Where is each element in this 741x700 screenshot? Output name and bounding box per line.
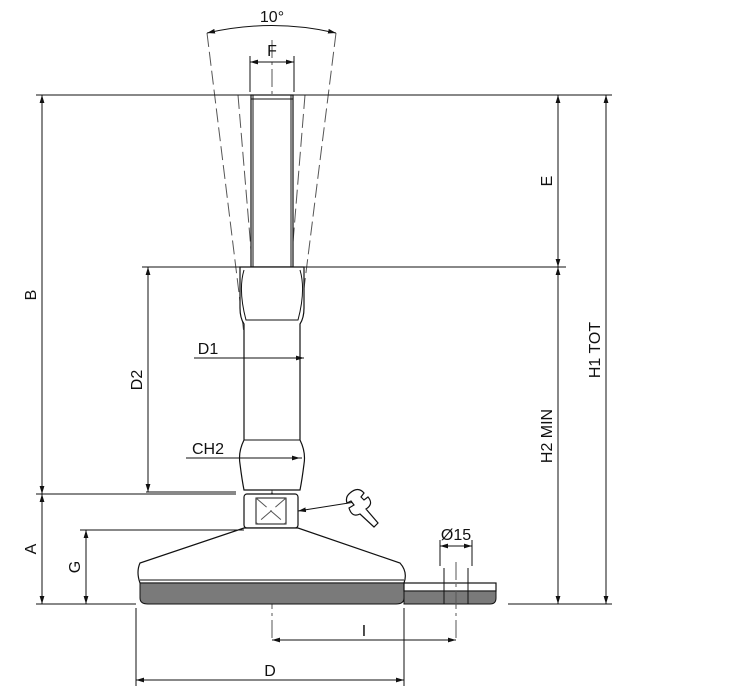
label-a: A bbox=[23, 543, 40, 554]
label-e: E bbox=[539, 176, 556, 187]
hex-nut bbox=[243, 493, 299, 529]
extension-lines bbox=[36, 56, 612, 686]
label-f: F bbox=[267, 43, 277, 60]
label-h1-tot: H1 TOT bbox=[587, 322, 604, 379]
label-hole: Ø15 bbox=[441, 527, 471, 544]
label-d2: D2 bbox=[129, 370, 146, 391]
dimension-labels: 10° F D1 CH2 Ø15 I D B A G D2 E H2 MIN H… bbox=[23, 9, 604, 680]
label-ch2: CH2 bbox=[192, 441, 224, 458]
threaded-stud bbox=[250, 94, 294, 268]
housing bbox=[238, 266, 306, 491]
label-b: B bbox=[23, 290, 40, 301]
label-angle: 10° bbox=[260, 9, 284, 26]
label-d1: D1 bbox=[198, 341, 219, 358]
base bbox=[137, 527, 497, 642]
wrench-icon bbox=[297, 488, 379, 528]
angle-dimension bbox=[206, 25, 337, 34]
label-d: D bbox=[264, 663, 276, 680]
label-g: G bbox=[67, 561, 84, 573]
dimension-lines bbox=[39, 59, 609, 683]
label-i: I bbox=[362, 623, 366, 640]
label-h2-min: H2 MIN bbox=[539, 409, 556, 463]
